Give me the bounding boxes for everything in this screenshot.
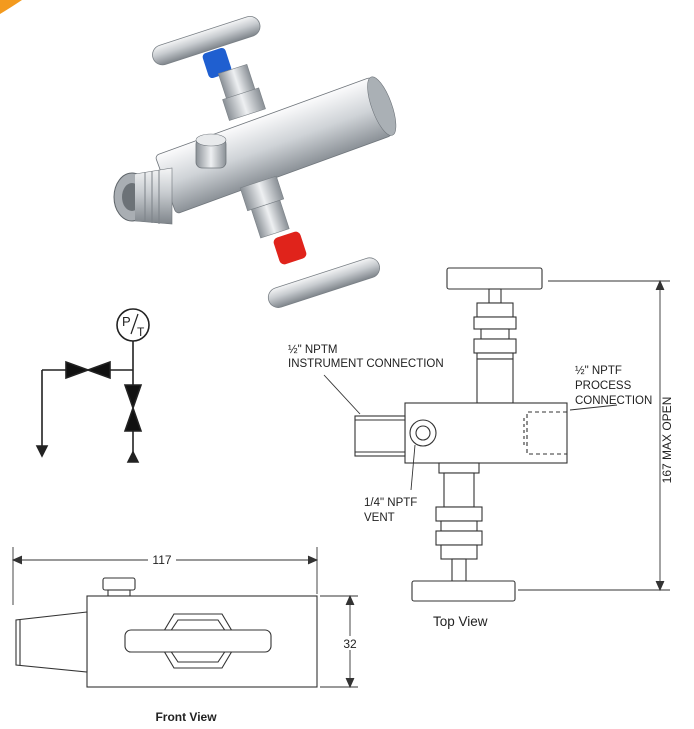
vent-label-line2: VENT [364, 512, 395, 524]
vent-valve-symbol [123, 384, 143, 432]
vent-label-line1: 1/4" NPTF [364, 497, 417, 509]
valve-schematic [35, 308, 150, 463]
top-view-caption: Top View [433, 614, 488, 629]
bottom-stem-cap [273, 231, 307, 265]
process-label-line3: CONNECTION [575, 395, 652, 407]
top-view-drawing [354, 267, 568, 602]
product-photo [113, 16, 397, 308]
height-dimension-label: 167 MAX OPEN [660, 397, 674, 484]
height-dimension-167 [518, 279, 670, 592]
top-view-upper-handle [446, 267, 543, 290]
top-view-lower-handle [411, 580, 516, 602]
instrument-thread-drawing [354, 415, 406, 457]
instrument-label-line1: ½" NPTM [288, 344, 337, 356]
drain-arrow [35, 445, 49, 458]
process-label-line1: ½" NPTF [575, 365, 622, 377]
bottom-stem [239, 175, 290, 239]
front-view-handle [124, 629, 272, 653]
top-stem [217, 63, 266, 121]
front-view-drawing [15, 577, 318, 688]
gauge-symbol-slash [130, 313, 139, 335]
vent-plug [195, 133, 227, 169]
top-stem-cap [202, 47, 232, 79]
length-dimension-label: 117 [152, 553, 171, 567]
body-height-dimension-32 [320, 594, 358, 689]
vent-arrow [126, 450, 140, 463]
instrument-thread [113, 167, 173, 225]
gauge-symbol-t: T [137, 325, 145, 339]
manifold-body [155, 76, 397, 214]
bottom-handle [267, 257, 381, 308]
top-view-leaders [323, 374, 618, 491]
process-port-hidden [526, 411, 567, 455]
body-height-bg [340, 636, 360, 650]
body-height-label: 32 [343, 637, 357, 651]
front-view-caption: Front View [155, 710, 217, 724]
instrument-label-line2: INSTRUMENT CONNECTION [288, 358, 444, 370]
corner-accent [0, 0, 22, 14]
isolate-valve-symbol [65, 360, 111, 380]
process-label-line2: PROCESS [575, 380, 632, 392]
front-view-thread [15, 611, 88, 673]
gauge-symbol-p: P [122, 314, 131, 329]
top-handle [152, 16, 261, 66]
length-dimension-bg [148, 551, 176, 567]
